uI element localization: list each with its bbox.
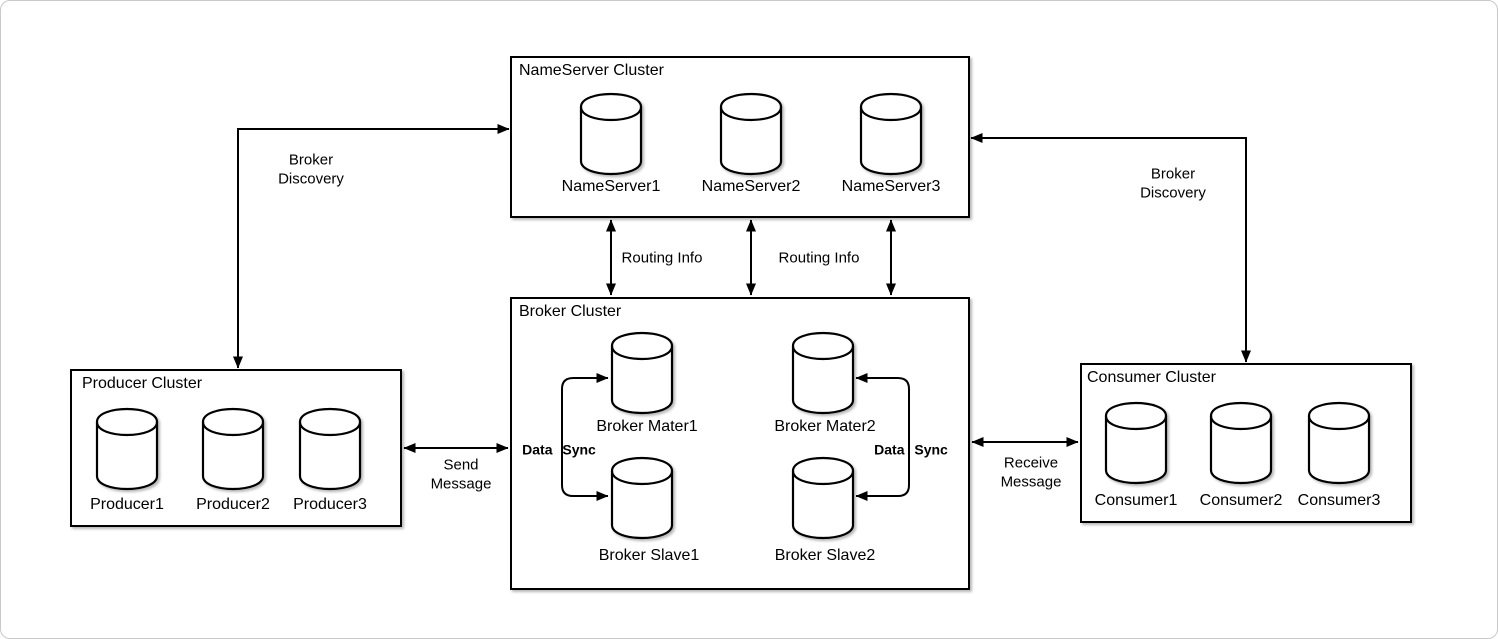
nameserver2-cylinder (719, 92, 783, 176)
nameserver-cluster-box (510, 56, 970, 218)
broker-cluster-title: Broker Cluster (519, 303, 622, 320)
broker-discovery-right-arrow (970, 133, 1251, 363)
consumer2-cylinder (1209, 401, 1273, 485)
consumer3-cylinder (1307, 401, 1371, 485)
nameserver3-cylinder (859, 92, 923, 176)
broker-discovery-right-label: Broker Discovery (1140, 165, 1206, 201)
consumer2-label: Consumer2 (1199, 492, 1283, 509)
consumer1-label: Consumer1 (1094, 492, 1178, 509)
producer1-label: Producer1 (90, 496, 164, 513)
send-message-label: Send Message (430, 456, 492, 492)
consumer1-cylinder (1104, 401, 1168, 485)
consumer-cluster-title: Consumer Cluster (1087, 369, 1216, 386)
broker-mater2-cylinder (791, 331, 855, 415)
producer-cluster-title: Producer Cluster (82, 375, 203, 392)
producer3-cylinder (298, 407, 362, 491)
nameserver3-label: NameServer3 (841, 178, 941, 195)
broker-slave2-cylinder (791, 456, 855, 540)
broker-slave1-label: Broker Slave1 (598, 547, 700, 564)
broker-mater2-label: Broker Mater2 (774, 418, 876, 435)
data-sync-left-arrow (561, 373, 609, 501)
receive-message-label: Receive Message (1000, 454, 1062, 490)
data-sync-right-label: Data Sync (874, 441, 948, 458)
broker-discovery-left-label: Broker Discovery (278, 151, 344, 187)
consumer3-label: Consumer3 (1297, 492, 1381, 509)
broker-cluster-box (510, 297, 970, 590)
nameserver1-label: NameServer1 (561, 178, 661, 195)
routing-info-right-label: Routing Info (778, 249, 860, 267)
producer-cluster-box (70, 369, 402, 527)
nameserver2-label: NameServer2 (701, 178, 801, 195)
broker-discovery-left-arrow (233, 124, 510, 369)
broker-mater1-cylinder (610, 331, 674, 415)
nameserver-cluster-title: NameServer Cluster (519, 62, 664, 79)
producer2-label: Producer2 (196, 496, 270, 513)
nameserver1-cylinder (579, 92, 643, 176)
broker-mater1-label: Broker Mater1 (596, 418, 698, 435)
consumer-cluster-box (1080, 363, 1412, 523)
data-sync-left-label: Data Sync (522, 441, 596, 458)
broker-slave1-cylinder (610, 456, 674, 540)
data-sync-right-arrow (855, 373, 910, 501)
routing-info-left-label: Routing Info (621, 249, 703, 267)
producer2-cylinder (201, 407, 265, 491)
broker-slave2-label: Broker Slave2 (774, 547, 876, 564)
producer1-cylinder (95, 407, 159, 491)
producer3-label: Producer3 (293, 496, 367, 513)
